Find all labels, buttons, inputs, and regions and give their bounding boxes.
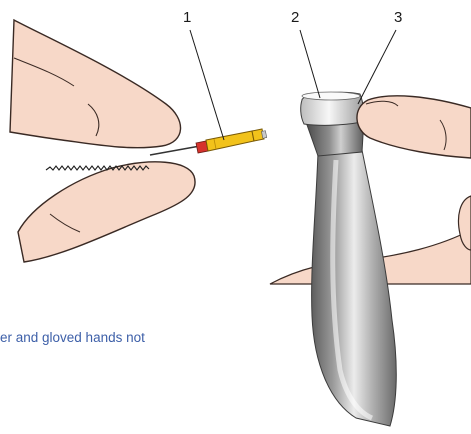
head-cap — [302, 92, 360, 100]
callout-label-2: 2 — [291, 10, 299, 25]
callout-label-1: 1 — [183, 10, 191, 25]
upper-finger — [10, 20, 181, 148]
file-handle — [206, 131, 254, 151]
handpiece-body — [312, 150, 397, 426]
figure-caption: er and gloved hands not — [0, 330, 145, 345]
index-finger — [357, 96, 471, 158]
leader-line-1 — [190, 30, 224, 140]
file-shaft — [150, 146, 200, 155]
leader-line-2 — [300, 30, 320, 98]
leader-line-3 — [358, 30, 396, 104]
callout-label-3: 3 — [394, 10, 402, 25]
lower-thumb — [18, 162, 195, 262]
left-hand — [10, 20, 195, 262]
